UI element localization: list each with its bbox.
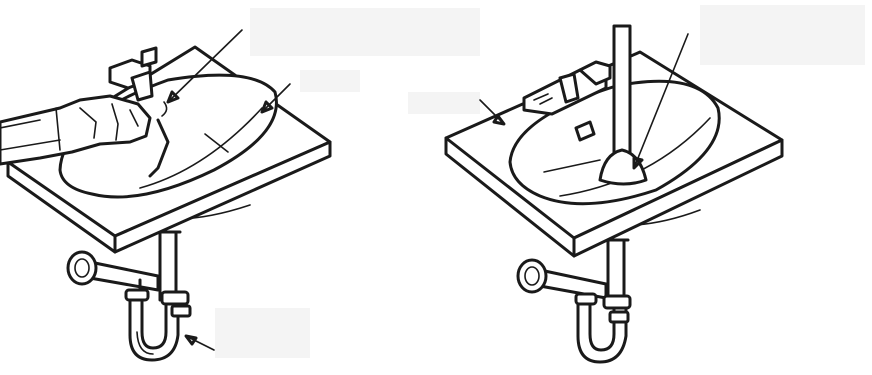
left-drain-pipe bbox=[68, 232, 190, 360]
right-drain-pipe bbox=[518, 240, 630, 362]
label-placeholder-top-right bbox=[700, 5, 865, 65]
label-placeholder-top-left bbox=[250, 8, 480, 56]
label-placeholder-bottom-left bbox=[215, 308, 310, 358]
label-placeholder-right-mid bbox=[408, 92, 480, 114]
right-sink-illustration bbox=[446, 26, 782, 362]
label-placeholder-mid-left bbox=[300, 70, 360, 92]
